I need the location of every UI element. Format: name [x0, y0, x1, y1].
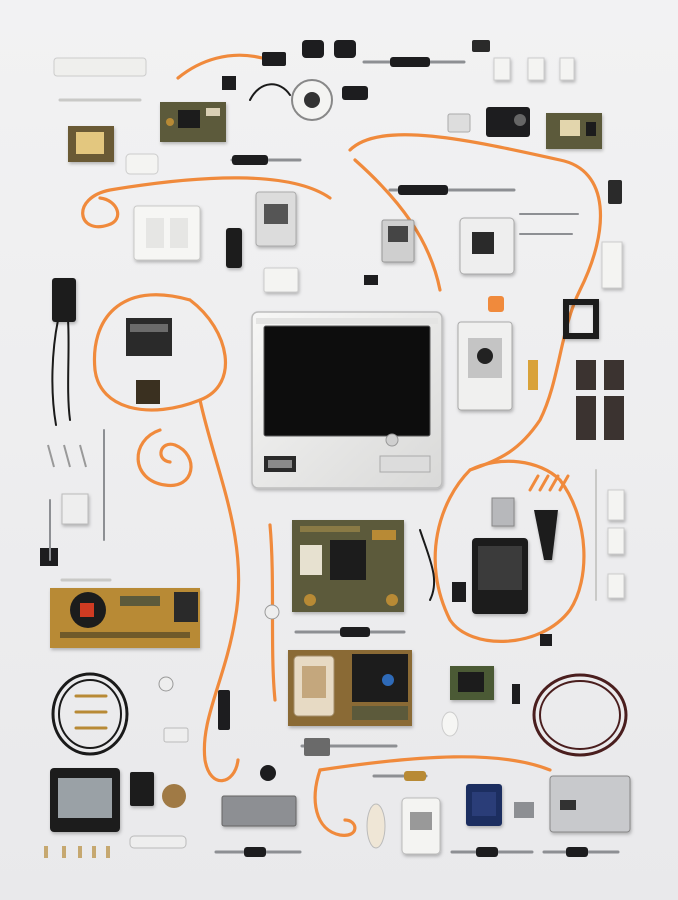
small-parts [44, 40, 622, 858]
display-screen [264, 326, 430, 436]
metal-connector [221, 795, 297, 827]
cable-coils [51, 83, 628, 757]
black-connector [342, 86, 368, 100]
chip [540, 634, 552, 646]
white-cap [441, 711, 459, 737]
round-button [158, 676, 174, 692]
orange-cable-right-loop [433, 459, 586, 643]
round-button [260, 765, 276, 781]
black-handle [226, 228, 242, 268]
white-connector [263, 267, 299, 293]
white-connector [607, 527, 625, 555]
orange-cable-top [176, 53, 264, 80]
connectors [61, 57, 631, 855]
ring-clip [563, 299, 599, 339]
display-module [251, 311, 443, 489]
white-connector [493, 57, 511, 81]
white-part [163, 727, 189, 743]
circuit-board-center [292, 520, 404, 612]
black-module [130, 772, 154, 806]
black-connector [512, 684, 520, 704]
black-connector [472, 40, 490, 52]
black-connector [218, 690, 230, 730]
chip-array [604, 360, 624, 390]
circuit-board-small [68, 126, 114, 162]
orange-clips [528, 474, 570, 492]
power-switch [52, 278, 76, 322]
orange-cable-left-loop [81, 176, 332, 229]
white-connector [61, 493, 89, 525]
black-wire-top [249, 83, 291, 101]
chip [364, 275, 378, 285]
circuit-board-green [450, 666, 494, 700]
circuit-boards [50, 102, 602, 726]
white-cap [366, 803, 386, 849]
round-button [264, 604, 280, 620]
chip [334, 40, 356, 58]
maroon-cable-coil-inner [539, 680, 621, 750]
metal-bracket [491, 497, 515, 527]
white-connector [607, 573, 625, 599]
resistors [74, 694, 108, 730]
grey-part [514, 802, 534, 818]
circuit-board-top [160, 102, 226, 142]
connector-block [133, 205, 201, 261]
white-part [129, 835, 187, 849]
lens [162, 784, 186, 808]
chip-array [576, 396, 596, 440]
black-connector [222, 76, 236, 90]
chip [302, 40, 324, 58]
orange-cable-bottom [318, 755, 552, 772]
grey-part [304, 738, 330, 756]
clip [534, 510, 558, 560]
white-connector [601, 241, 623, 289]
chip-array [604, 396, 624, 440]
white-part [53, 57, 147, 77]
black-cable-coil [51, 672, 129, 756]
black-connector [452, 582, 466, 602]
pins-row [44, 846, 110, 858]
screwdrivers [49, 57, 620, 857]
black-wire-left [51, 319, 59, 426]
orange-cable-left-long [92, 293, 227, 412]
white-connector [559, 57, 575, 81]
orange-cable-bottom-loop [313, 768, 357, 837]
circuit-board-left [50, 588, 200, 648]
white-part [447, 113, 471, 133]
chip-array [576, 360, 596, 390]
white-connector [527, 57, 545, 81]
orange-tab [528, 360, 538, 390]
white-connector [607, 489, 625, 521]
metal-plate [549, 775, 631, 833]
maroon-cable-coil [532, 673, 628, 757]
chip [126, 318, 172, 356]
chips [40, 40, 624, 646]
orange-tab [488, 296, 504, 312]
chip [136, 380, 160, 404]
orange-cable-swirl [136, 428, 193, 487]
white-part [125, 153, 159, 175]
black-wire-right [419, 529, 436, 601]
black-devices [50, 228, 599, 832]
black-cable-coil-inner [58, 679, 122, 749]
circuit-board-top-right [546, 113, 602, 149]
circuit-board-bottom [288, 650, 412, 726]
orange-cable-left-vertical [198, 398, 241, 783]
orange-cable-arc-right [348, 133, 603, 472]
black-connector [262, 52, 286, 66]
black-wire-left-b [67, 319, 71, 421]
led-pins [47, 444, 87, 468]
grey-part [608, 180, 622, 204]
